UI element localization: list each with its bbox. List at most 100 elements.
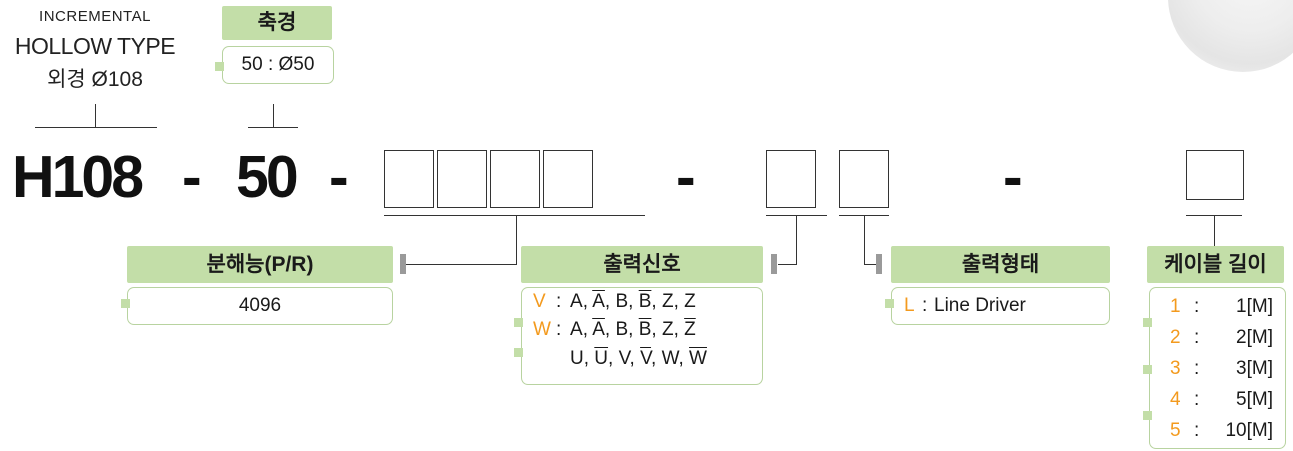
background-product-image	[1168, 0, 1293, 72]
series-bracket	[35, 127, 157, 128]
output-type-tick	[876, 254, 882, 274]
cable-option-sep: :	[1194, 420, 1200, 441]
output-signal-code: V	[533, 291, 546, 312]
resolution-tick	[400, 254, 406, 274]
cable-box: 1: 1[M] 2: 2[M] 3: 3[M] 4:5[M] 5: 10[M]	[1149, 287, 1286, 449]
cable-option-row: 5: 10[M]	[1150, 420, 1285, 446]
resolution-value: 4096	[238, 295, 282, 316]
cable-option-row: 4:5[M]	[1150, 389, 1285, 415]
cable-option-length: 2[M]	[1236, 327, 1273, 348]
signal-name: Z	[661, 319, 674, 340]
signal-name: A	[570, 291, 583, 312]
cable-header: 케이블 길이	[1147, 246, 1284, 283]
shaft-bracket	[248, 127, 298, 128]
resolution-slot-3	[490, 150, 540, 208]
model-code: H108	[12, 144, 144, 210]
output-signal-row: V: A, A, B, B, Z, Z	[522, 291, 762, 317]
signal-name: Z	[684, 319, 696, 340]
cable-bullet-2	[1143, 365, 1152, 374]
code-dash-4: -	[1003, 144, 1023, 210]
resolution-connector-h	[406, 264, 517, 265]
output-type-connector-v	[864, 215, 865, 264]
signal-name: B	[638, 291, 652, 312]
resolution-underline	[384, 215, 645, 216]
output-signal-list: U, U, V, V, W, W	[570, 348, 707, 369]
output-type-value: Line Driver	[934, 295, 1026, 316]
cable-option-code: 4	[1170, 389, 1181, 410]
output-signal-sep: :	[556, 291, 562, 312]
signal-name: B	[638, 319, 652, 340]
output-type-code: L	[904, 295, 915, 316]
resolution-header: 분해능(P/R)	[127, 246, 393, 283]
series-type-label: INCREMENTAL	[39, 8, 151, 25]
code-dash-2: -	[329, 144, 349, 210]
output-signal-row: U, U, V, V, W, W	[522, 348, 762, 374]
output-signal-row: W: A, A, B, B, Z, Z	[522, 319, 762, 345]
output-signal-bullet-2	[514, 348, 523, 357]
shaft-option: 50 : Ø50	[241, 54, 315, 75]
series-connector	[95, 104, 96, 127]
cable-option-sep: :	[1194, 296, 1200, 317]
cable-option-row: 3: 3[M]	[1150, 358, 1285, 384]
resolution-slot-4	[543, 150, 593, 208]
signal-name: V	[618, 348, 630, 369]
shaft-option-box: 50 : Ø50	[222, 46, 334, 84]
signal-name: U	[594, 348, 609, 369]
output-signal-connector-h	[778, 264, 797, 265]
cable-option-code: 1	[1170, 296, 1181, 317]
shaft-connector	[273, 104, 274, 127]
code-dash-3: -	[676, 144, 696, 210]
output-signal-slot	[766, 150, 816, 208]
signal-name: U	[570, 348, 584, 369]
cable-option-sep: :	[1194, 327, 1200, 348]
cable-slot	[1186, 150, 1244, 200]
output-type-box: L : Line Driver	[891, 287, 1110, 325]
signal-name: B	[615, 291, 629, 312]
output-type-slot	[839, 150, 889, 208]
output-type-sep: :	[922, 295, 928, 316]
output-signal-code: W	[533, 319, 551, 340]
cable-option-length: 5[M]	[1236, 389, 1273, 410]
resolution-slot-2	[437, 150, 487, 208]
shaft-bullet	[215, 62, 224, 71]
cable-option-length: 10[M]	[1225, 420, 1273, 441]
output-signal-connector-v	[796, 215, 797, 264]
signal-name: A	[592, 319, 605, 340]
signal-name: A	[570, 319, 583, 340]
cable-connector	[1214, 215, 1215, 246]
cable-option-length: 3[M]	[1236, 358, 1273, 379]
output-signal-list: A, A, B, B, Z, Z	[570, 319, 696, 340]
cable-option-sep: :	[1194, 358, 1200, 379]
cable-option-row: 1: 1[M]	[1150, 296, 1285, 322]
resolution-connector-v	[516, 215, 517, 264]
cable-bullet-3	[1143, 411, 1152, 420]
series-hollow-label: HOLLOW TYPE	[14, 33, 176, 59]
signal-name: A	[592, 291, 605, 312]
signal-name: W	[661, 348, 679, 369]
output-signal-box: V: A, A, B, B, Z, Z W: A, A, B, B, Z, Z U, U…	[521, 287, 763, 385]
shaft-code: 50	[236, 144, 299, 210]
output-type-connector-h	[864, 264, 876, 265]
cable-option-length: 1[M]	[1236, 296, 1273, 317]
signal-name: Z	[661, 291, 674, 312]
output-signal-bullet-1	[514, 318, 523, 327]
cable-option-code: 5	[1170, 420, 1181, 441]
signal-name: V	[640, 348, 652, 369]
output-signal-tick	[771, 254, 777, 274]
output-type-bullet	[885, 299, 894, 308]
output-signal-header: 출력신호	[521, 246, 763, 283]
code-dash-1: -	[182, 144, 202, 210]
output-signal-list: A, A, B, B, Z, Z	[570, 291, 696, 312]
resolution-box: 4096	[127, 287, 393, 325]
resolution-bullet	[121, 299, 130, 308]
signal-name: Z	[684, 291, 696, 312]
shaft-header: 축경	[222, 6, 332, 40]
cable-bullet-1	[1143, 318, 1152, 327]
signal-name: B	[615, 319, 629, 340]
cable-option-row: 2: 2[M]	[1150, 327, 1285, 353]
cable-option-code: 2	[1170, 327, 1181, 348]
output-type-header: 출력형태	[891, 246, 1110, 283]
resolution-slot-1	[384, 150, 434, 208]
cable-option-code: 3	[1170, 358, 1181, 379]
output-signal-sep: :	[556, 319, 562, 340]
